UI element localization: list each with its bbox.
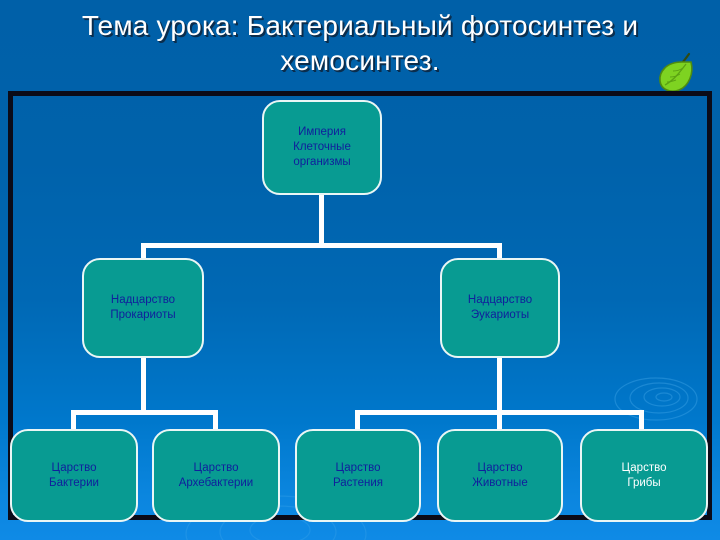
connector-level2-bus [141,243,502,248]
node-kingdom-fungi[interactable]: Царство Грибы [580,429,708,522]
connector-animals-down [497,410,502,431]
connector-eukaryotes-stem [497,358,502,414]
node-superkingdom-prokaryotes[interactable]: Надцарство Прокариоты [82,258,204,358]
node-kingdom-plants[interactable]: Царство Растения [295,429,421,522]
connector-prokaryotes-down [141,243,146,260]
connector-prokaryote-bus [71,410,218,415]
connector-prokaryotes-stem [141,358,146,414]
node-kingdom-bacteria[interactable]: Царство Бактерии [10,429,138,522]
connector-root-down [319,195,324,247]
connector-archaebacteria-down [213,410,218,431]
node-kingdom-animals[interactable]: Царство Животные [437,429,563,522]
page-title: Тема урока: Бактериальный фотосинтез и х… [81,10,639,76]
connector-fungi-down [639,410,644,431]
connector-bacteria-down [71,410,76,431]
node-superkingdom-eukaryotes[interactable]: Надцарство Эукариоты [440,258,560,358]
connector-plants-down [355,410,360,431]
node-kingdom-archaebacteria[interactable]: Царство Архебактерии [152,429,280,522]
node-empire-cellular-organisms[interactable]: Империя Клеточные организмы [262,100,382,195]
leaf-icon [659,52,693,92]
connector-eukaryotes-down [497,243,502,260]
